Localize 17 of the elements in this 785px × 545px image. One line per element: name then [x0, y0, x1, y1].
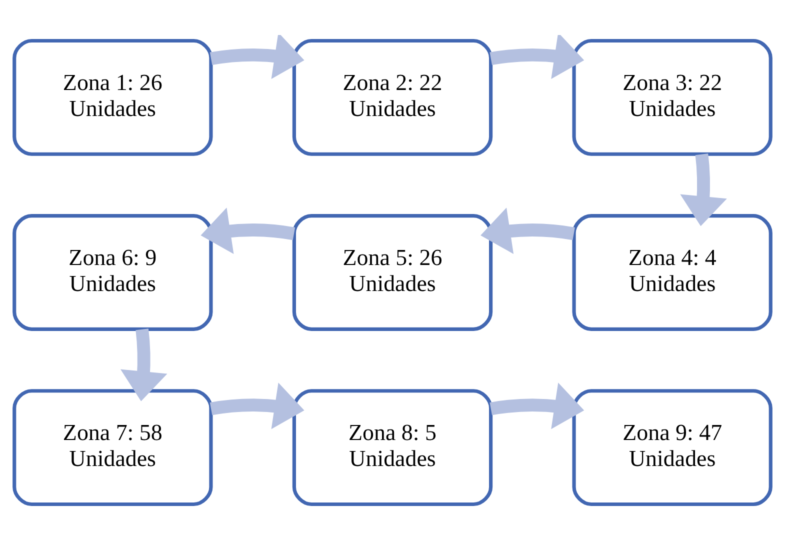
node-box: Zona 7: 58 Unidades: [12, 389, 213, 506]
node-box: Zona 5: 26 Unidades: [292, 214, 493, 331]
node-box: Zona 4: 4 Unidades: [572, 214, 772, 331]
node-box: Zona 6: 9 Unidades: [12, 214, 213, 331]
arrow: [120, 328, 168, 402]
arrow: [210, 35, 304, 79]
node-box: Zona 9: 47 Unidades: [572, 389, 772, 506]
node-box: Zona 3: 22 Unidades: [572, 38, 772, 156]
arrow: [480, 208, 575, 254]
arrow: [490, 35, 584, 79]
node-box: Zona 8: 5 Unidades: [292, 389, 493, 506]
arrow: [490, 382, 584, 430]
arrow: [200, 208, 296, 254]
arrow: [680, 154, 727, 226]
node-box: Zona 1: 26 Unidades: [12, 38, 213, 156]
arrow: [210, 382, 304, 430]
node-box: Zona 2: 22 Unidades: [292, 38, 493, 156]
